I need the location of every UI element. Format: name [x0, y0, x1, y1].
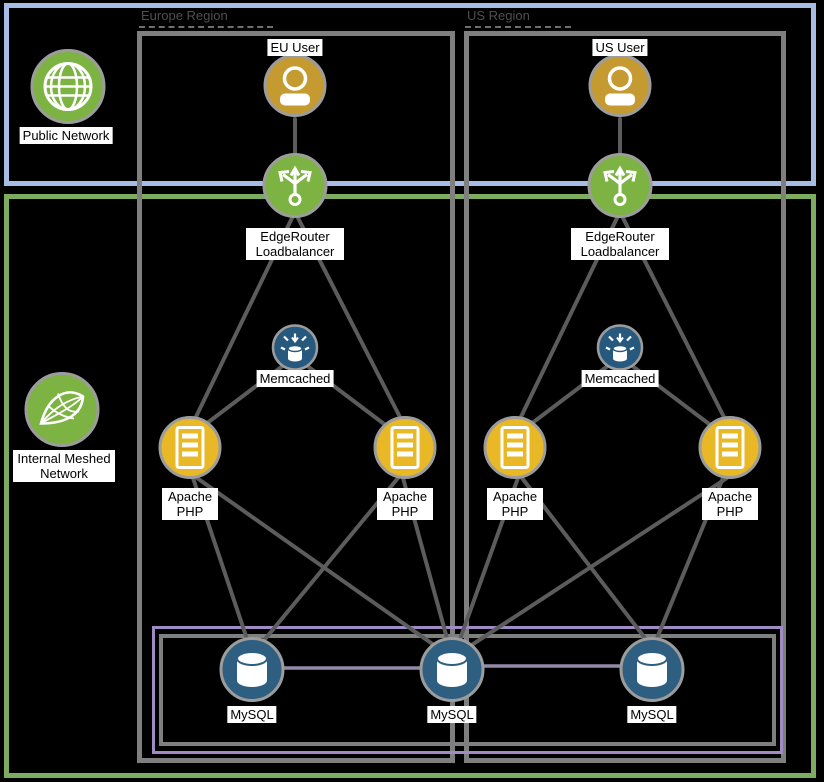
mysql-cluster-outer-box: [152, 626, 783, 754]
apache-label: Apache PHP: [487, 488, 543, 520]
globe-icon[interactable]: [29, 48, 107, 131]
us-region-box: [464, 31, 786, 763]
connection: [259, 476, 400, 646]
cache-icon[interactable]: [595, 323, 645, 378]
cache-icon[interactable]: [270, 323, 320, 378]
public-network-label: Public Network: [19, 127, 113, 144]
us-region-title: US Region: [467, 8, 530, 23]
database-icon[interactable]: [618, 636, 686, 709]
load-balancer-icon[interactable]: [261, 152, 329, 225]
internal-network-box: [4, 194, 816, 778]
database-icon[interactable]: [218, 636, 286, 709]
europe-region-box: [137, 31, 455, 763]
connection: [520, 476, 650, 644]
connection: [462, 476, 729, 652]
us-router-label: EdgeRouter Loadbalancer: [571, 228, 669, 260]
mysql-label: MySQL: [427, 706, 477, 723]
user-icon[interactable]: [262, 53, 328, 124]
mysql-cluster-inner-box: [159, 634, 776, 746]
server-icon[interactable]: [697, 415, 763, 486]
europe-region-dashed-edge: [139, 10, 273, 28]
mesh-network-icon[interactable]: [23, 371, 101, 454]
mysql-label: MySQL: [627, 706, 677, 723]
user-icon[interactable]: [587, 53, 653, 124]
eu-memcached-label: Memcached: [256, 370, 334, 387]
eu-user-label: EU User: [267, 39, 323, 56]
us-memcached-label: Memcached: [581, 370, 659, 387]
apache-label: Apache PHP: [377, 488, 433, 520]
mysql-label: MySQL: [227, 706, 277, 723]
apache-label: Apache PHP: [162, 488, 218, 520]
us-region-dashed-edge: [465, 10, 571, 28]
internal-network-label: Internal Meshed Network: [13, 450, 115, 482]
connection: [195, 476, 443, 652]
load-balancer-icon[interactable]: [586, 152, 654, 225]
us-user-label: US User: [592, 39, 648, 56]
server-icon[interactable]: [372, 415, 438, 486]
server-icon[interactable]: [157, 415, 223, 486]
public-network-box: [4, 3, 816, 186]
europe-region-title: Europe Region: [141, 8, 228, 23]
eu-router-label: EdgeRouter Loadbalancer: [246, 228, 344, 260]
database-icon[interactable]: [418, 636, 486, 709]
server-icon[interactable]: [482, 415, 548, 486]
apache-label: Apache PHP: [702, 488, 758, 520]
